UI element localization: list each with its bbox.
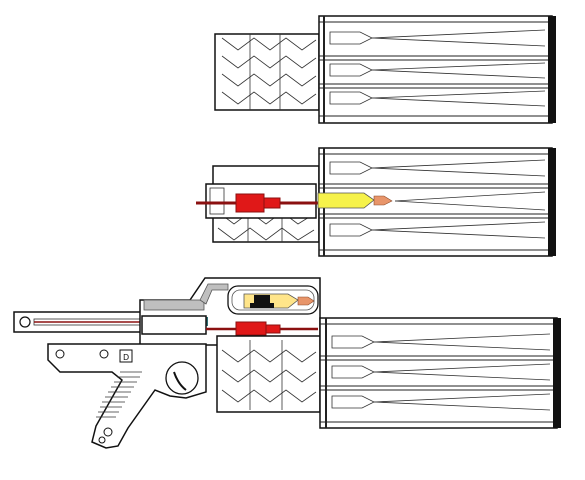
top-spring bbox=[221, 34, 317, 110]
stage-top-drum bbox=[214, 15, 556, 124]
pistol-end-cap bbox=[553, 318, 561, 428]
feed-cartridge bbox=[243, 293, 315, 309]
middle-end-cap bbox=[548, 148, 556, 256]
stage-middle-drum bbox=[196, 147, 556, 257]
frame-pin-left bbox=[55, 349, 65, 359]
grip-texture bbox=[96, 371, 142, 418]
receiver-inner-slide bbox=[141, 315, 207, 335]
pistol-tube-body bbox=[319, 317, 558, 429]
frame-pin-mid bbox=[99, 349, 109, 359]
muzzle-circle bbox=[19, 316, 31, 328]
top-tube-rows bbox=[319, 21, 552, 117]
pistol-red-bolt bbox=[235, 321, 267, 336]
top-cartridges bbox=[329, 29, 546, 107]
grip-screw bbox=[103, 427, 113, 437]
middle-red-bolt bbox=[235, 193, 265, 213]
trigger-guard bbox=[165, 361, 199, 395]
top-follower-housing bbox=[214, 33, 320, 111]
stage-bottom-pistol: D bbox=[13, 277, 561, 449]
top-end-cap bbox=[548, 16, 556, 123]
receiver-gray-strap bbox=[199, 283, 229, 305]
pistol-cartridges bbox=[331, 333, 551, 411]
receiver-gray-rail bbox=[143, 299, 205, 311]
trigger bbox=[173, 371, 187, 391]
pistol-grip-frame bbox=[47, 343, 207, 449]
middle-cartridges bbox=[329, 159, 546, 239]
middle-chambered-cartridge bbox=[317, 192, 393, 209]
middle-tube-rows bbox=[319, 153, 552, 251]
frame-mark: D bbox=[123, 353, 129, 362]
pistol-tube-rows bbox=[320, 323, 557, 423]
pistol-spring bbox=[221, 340, 317, 410]
frame-screw-block bbox=[119, 349, 133, 363]
